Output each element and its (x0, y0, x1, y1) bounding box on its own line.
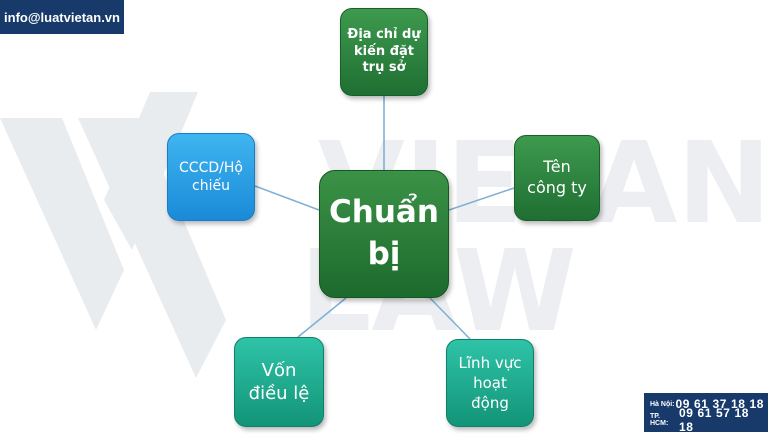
node-line: điều lệ (248, 383, 310, 404)
hotline-phone: 09 61 57 18 18 (679, 406, 750, 434)
node-business-field: Lĩnh vực hoạt động (446, 339, 534, 427)
hotline-row-hcm[interactable]: TP. HCM: 09 61 57 18 18 (650, 406, 764, 434)
email-badge[interactable]: info@luatvietan.vn (0, 0, 124, 34)
node-line: Tên (543, 157, 571, 177)
node-line: hoạt (473, 373, 507, 392)
connector-business-field (429, 297, 471, 340)
email-text: info@luatvietan.vn (4, 9, 120, 25)
node-address: Địa chỉ dự kiến đặt trụ sở (340, 8, 428, 96)
node-company-name: Tên công ty (514, 135, 600, 221)
connector-id-card (254, 185, 320, 211)
node-capital: Vốn điều lệ (234, 337, 324, 427)
hotline-phone: 09 61 37 18 18 (675, 397, 764, 411)
node-line: chiếu (192, 178, 230, 194)
node-line: CCCD/Hộ (179, 159, 243, 176)
node-line: công ty (527, 178, 587, 197)
node-line: Vốn (261, 359, 297, 381)
center-node-prepare: Chuẩn bị (319, 170, 449, 298)
hotline-city: Hà Nội: (650, 400, 675, 408)
watermark-logo-left (0, 118, 124, 330)
watermark-logo-right (104, 92, 198, 250)
center-line: Chuẩn (329, 194, 439, 231)
node-line: trụ sở (362, 60, 406, 76)
hotline-row-hanoi[interactable]: Hà Nội: 09 61 37 18 18 (650, 396, 764, 412)
connector-capital (297, 297, 347, 338)
node-line: Lĩnh vực (458, 353, 522, 372)
hotline-city: TP. HCM: (650, 413, 669, 427)
connector-company-name (448, 187, 515, 211)
node-line: động (471, 394, 509, 413)
node-line: Địa chỉ dự (347, 26, 421, 42)
node-id-card: CCCD/Hộ chiếu (167, 133, 255, 221)
center-line: bị (367, 236, 401, 272)
hotline-box: Hà Nội: 09 61 37 18 18 TP. HCM: 09 61 57… (644, 393, 768, 434)
node-line: kiến đặt (354, 43, 414, 59)
